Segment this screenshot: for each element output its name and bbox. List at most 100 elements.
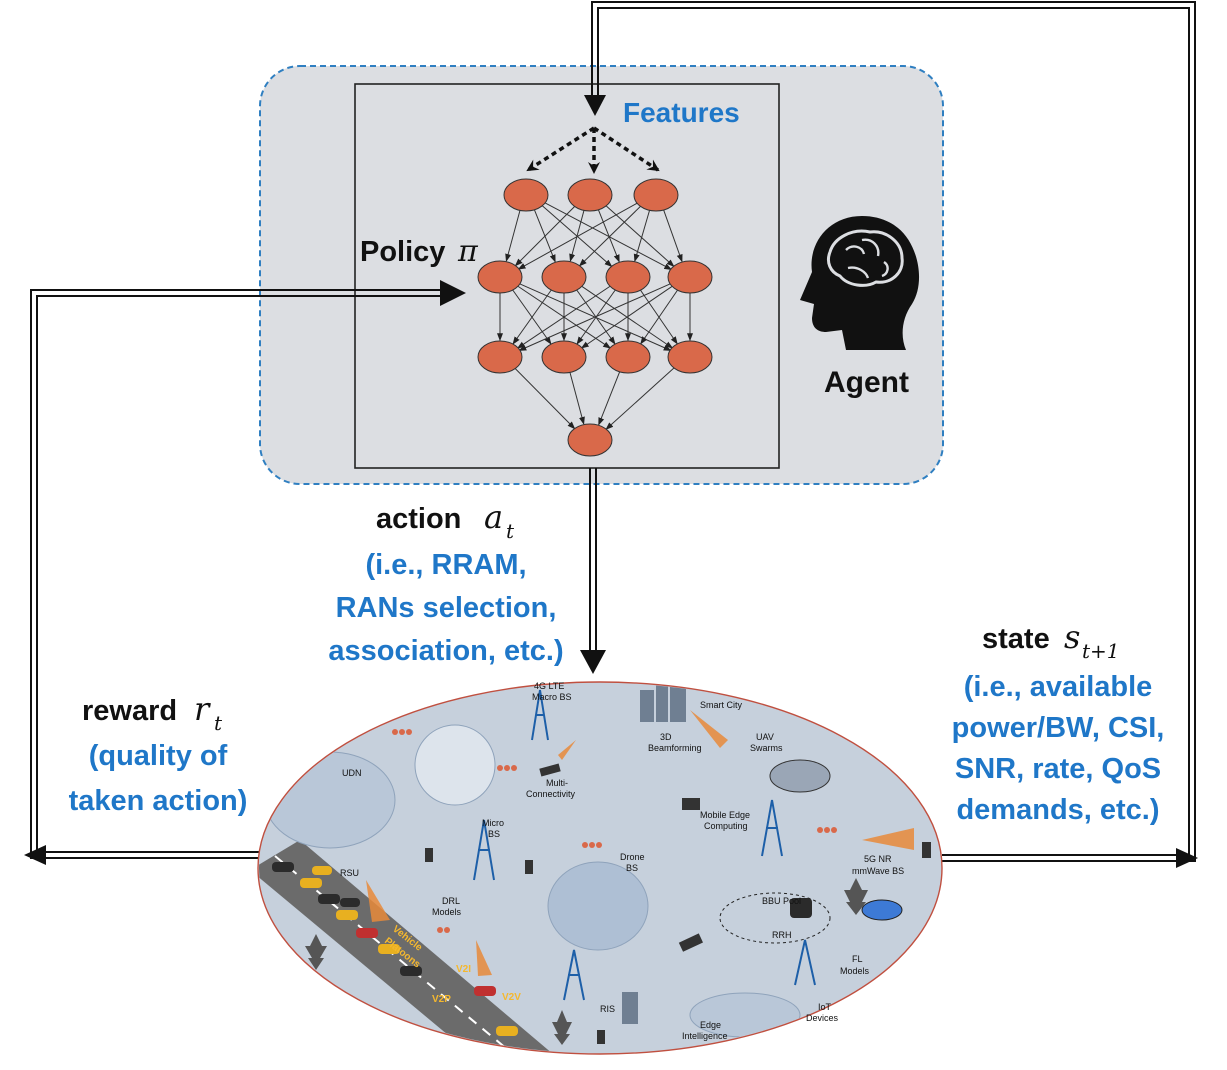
env-rrh: RRH [772,930,792,940]
network-edge [505,210,521,262]
env-micro-line2: BS [488,829,500,839]
network-edge [514,367,576,430]
neuron-node [503,178,549,212]
action-label: action [376,503,461,535]
neuron-node [567,178,613,212]
reward-symbol: r [194,690,211,728]
action-line [580,468,606,674]
neuron-node [667,260,713,294]
state-label-group: state s t+1 (i.e., available power/BW, CS… [952,618,1165,826]
env-uav-line2: Swarms [750,743,783,753]
env-drl-line2: Models [432,907,462,917]
pool [861,899,903,921]
environment: 4G LTE Macro BS Smart City 3D Beamformin… [257,681,943,1055]
env-edge-line2: Intelligence [682,1031,728,1041]
env-udn: UDN [342,768,362,778]
network-edge [516,285,612,349]
smart-city-buildings [622,683,686,1024]
env-fl-line1: FL [852,954,863,964]
state-symbol: s [1064,618,1080,656]
env-mec-line2: Computing [704,821,748,831]
features-label: Features [623,97,740,128]
action-details: (i.e., RRAM,RANs selection,association, … [328,549,563,667]
network-edge [569,372,585,425]
network-edge [663,209,683,263]
env-ris: RIS [600,1004,615,1014]
neuron-node [667,340,713,374]
env-iot-line2: Devices [806,1013,839,1023]
neuron-node [605,340,651,374]
action-detail-line: association, etc.) [328,635,563,667]
neuron-node [477,260,523,294]
stadium [769,759,831,793]
state-feedback-line [584,1,1198,868]
reward-subscript: t [214,711,223,735]
env-lte-line2: Macro BS [532,692,572,702]
env-bbu: BBU Pool [762,896,801,906]
network-edge [543,201,673,270]
action-subscript: t [506,519,515,543]
beams [366,710,914,976]
reward-detail-line: (quality of [89,740,228,772]
drl-model-icons [392,729,837,933]
neuron-node [541,260,587,294]
network-edge [512,289,553,345]
network-edge [633,210,651,263]
agent-label: Agent [824,366,909,399]
env-lte-line1: 4G LTE [534,681,564,691]
network-edge [580,285,674,349]
vehicles [272,862,518,1036]
network-edge [514,205,576,267]
env-multi-line2: Connectivity [526,789,576,799]
base-stations [473,689,816,1001]
network-edge [533,209,556,263]
network-edge [639,289,678,345]
neuron-node [605,260,651,294]
env-mec-line1: Mobile Edge [700,810,750,820]
network-nodes [477,178,713,457]
state-subscript: t+1 [1082,639,1120,663]
action-label-group: action a t (i.e., RRAM,RANs selection,as… [328,498,563,667]
network-edge [518,282,672,351]
policy-label: Policy [360,236,445,268]
state-label: state [982,623,1050,655]
state-detail-line: SNR, rate, QoS [955,753,1161,785]
reward-feedback-line [24,280,466,865]
env-edge-line1: Edge [700,1020,721,1030]
env-v2i: V2I [456,964,471,975]
devices [425,763,931,1044]
network-edge [541,204,613,268]
env-beam-line1: 3D [660,732,672,742]
network-edge [605,366,676,430]
reward-label: reward [82,695,177,727]
neuron-node [477,340,523,374]
network-edge [640,289,679,345]
env-drl-line1: DRL [442,896,460,906]
state-detail-line: (i.e., available [964,671,1153,703]
multi-connectivity-zone [414,724,496,806]
action-detail-line: RANs selection, [336,592,557,624]
policy-symbol: π [457,234,479,269]
network-edge [569,210,585,262]
feature-input-arrows [526,126,660,174]
env-nr-line2: mmWave BS [852,866,904,876]
env-smart-city: Smart City [700,700,743,710]
env-nr-line1: 5G NR [864,854,892,864]
env-fl-line2: Models [840,966,870,976]
env-multi-line1: Multi- [546,778,568,788]
state-detail-line: power/BW, CSI, [952,712,1165,744]
neuron-node [567,423,613,457]
env-drone-line2: BS [626,863,638,873]
network-edge [578,205,642,267]
trees [305,878,868,1045]
env-v2p: V2P [432,994,451,1005]
network-edge [604,204,675,268]
network-edge [598,371,621,426]
env-micro-line1: Micro [482,818,504,828]
env-rsu: RSU [340,868,359,878]
env-iot-line1: IoT [818,1002,832,1012]
bbu-cloud [719,892,831,944]
